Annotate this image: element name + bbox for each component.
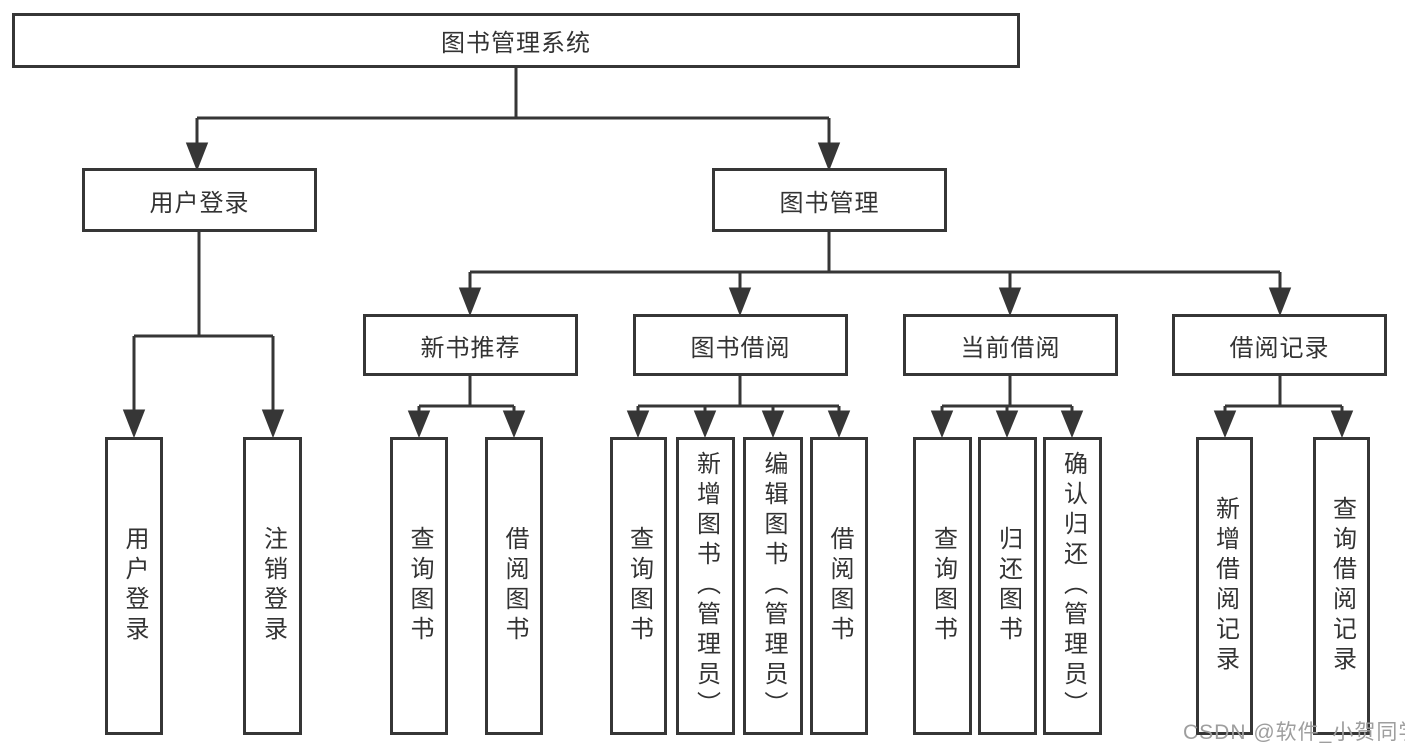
- node-book-management: 图书管理: [712, 168, 947, 232]
- arrow-down-icon: [761, 410, 785, 438]
- leaf-logout: 注销登录: [243, 437, 302, 735]
- arrow-down-icon: [122, 409, 146, 439]
- arrow-down-icon: [728, 287, 752, 317]
- leaf-label: 编辑图书（管理员）: [760, 451, 787, 721]
- arrow-down-icon: [626, 410, 650, 438]
- arrow-down-icon: [817, 142, 841, 172]
- leaf-label: 查询借阅记录: [1328, 496, 1356, 676]
- connector-user-login: [122, 232, 285, 439]
- leaf-records-query-record: 查询借阅记录: [1313, 437, 1370, 735]
- arrow-down-icon: [995, 410, 1019, 438]
- leaf-borrow-query-books: 查询图书: [610, 437, 667, 735]
- node-label: 用户登录: [149, 189, 250, 217]
- arrow-down-icon: [261, 409, 285, 439]
- arrow-down-icon: [1268, 287, 1292, 317]
- connector-root: [185, 68, 841, 172]
- leaf-label: 借阅图书: [826, 526, 853, 646]
- leaf-current-confirm-return-admin: 确认归还（管理员）: [1043, 437, 1102, 735]
- leaf-current-query-books: 查询图书: [913, 437, 972, 735]
- leaf-label: 用户登录: [121, 526, 148, 646]
- node-current-borrow: 当前借阅: [903, 314, 1118, 376]
- leaf-borrow-edit-books-admin: 编辑图书（管理员）: [743, 437, 803, 735]
- leaf-label: 借阅图书: [501, 526, 528, 646]
- node-new-book-recommend: 新书推荐: [363, 314, 578, 376]
- connector-book-management: [458, 232, 1292, 317]
- connector-borrow-records: [1213, 376, 1354, 438]
- leaf-label: 注销登录: [259, 526, 287, 646]
- arrow-down-icon: [407, 410, 431, 438]
- node-borrow-records: 借阅记录: [1172, 314, 1387, 376]
- leaf-label: 新增借阅记录: [1211, 496, 1239, 676]
- node-label: 当前借阅: [960, 334, 1061, 362]
- leaf-records-add-record: 新增借阅记录: [1196, 437, 1253, 735]
- leaf-user-login: 用户登录: [105, 437, 163, 735]
- arrow-down-icon: [998, 287, 1022, 317]
- leaf-newbook-query-books: 查询图书: [390, 437, 448, 735]
- leaf-label: 新增图书（管理员）: [692, 451, 720, 721]
- leaf-label: 确认归还（管理员）: [1059, 451, 1087, 721]
- node-label: 图书管理: [779, 189, 880, 217]
- leaf-newbook-borrow-books: 借阅图书: [485, 437, 543, 735]
- arrow-down-icon: [693, 410, 717, 438]
- leaf-borrow-add-books-admin: 新增图书（管理员）: [676, 437, 735, 735]
- node-label: 图书管理系统: [441, 30, 591, 57]
- connector-new-book-recommend: [407, 376, 526, 438]
- node-book-borrow: 图书借阅: [633, 314, 848, 376]
- arrow-down-icon: [1213, 410, 1237, 438]
- arrow-down-icon: [1330, 410, 1354, 438]
- leaf-borrow-borrow-books: 借阅图书: [810, 437, 868, 735]
- node-root: 图书管理系统: [12, 13, 1020, 68]
- arrow-down-icon: [1060, 410, 1084, 438]
- arrow-down-icon: [458, 287, 482, 317]
- arrow-down-icon: [827, 410, 851, 438]
- node-label: 借阅记录: [1229, 334, 1330, 362]
- node-label: 新书推荐: [420, 334, 521, 362]
- leaf-label: 查询图书: [406, 526, 433, 646]
- node-label: 图书借阅: [690, 334, 791, 362]
- leaf-label: 归还图书: [994, 526, 1022, 646]
- leaf-label: 查询图书: [929, 526, 957, 646]
- arrow-down-icon: [930, 410, 954, 438]
- arrow-down-icon: [502, 410, 526, 438]
- leaf-current-return-books: 归还图书: [978, 437, 1037, 735]
- connector-current-borrow: [930, 376, 1084, 438]
- csdn-watermark: CSDN @软件_小贺同学: [1183, 721, 1405, 744]
- arrow-down-icon: [185, 142, 209, 172]
- node-user-login: 用户登录: [82, 168, 317, 232]
- connector-book-borrow: [626, 376, 851, 438]
- leaf-label: 查询图书: [625, 526, 653, 646]
